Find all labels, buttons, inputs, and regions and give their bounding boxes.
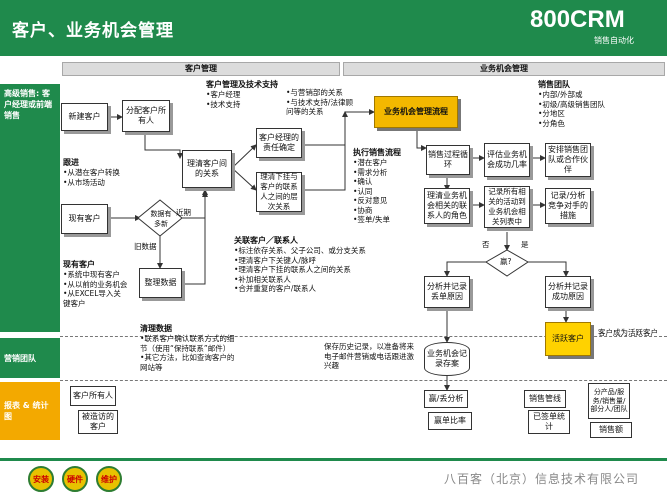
label-recent: 近期 — [176, 208, 191, 217]
decision-diamond-age — [137, 199, 183, 237]
report-pipeline: 销售管线 — [524, 390, 566, 408]
team-node: 安排销售团队或合作伙伴 — [545, 143, 591, 177]
mgmt-note: 客户管理及技术支持 •客户经理 •技术支持 — [206, 80, 278, 109]
label-win: 是 — [521, 240, 529, 249]
label-old: 旧数据 — [134, 242, 157, 251]
existing-note: 现有客户 •系统中现有客户 •从以前的业务机会 •从EXCEL导入关 键客户 — [63, 260, 128, 308]
report-sales: 销售额 — [590, 422, 632, 438]
lane-divider — [60, 380, 667, 381]
new-customer-node: 新建客户 — [61, 103, 108, 131]
mgmt2-note: •与营销部的关系 •与技术支持/法律顾 问等的关系 — [286, 88, 353, 116]
flow-node: 业务机会管理流程 — [374, 96, 458, 128]
lane-divider — [60, 336, 667, 337]
assign-owner-node: 分配客户所有人 — [122, 100, 170, 132]
lane-high-sales: 高级销售: 客户经理或前端销售 — [0, 84, 60, 332]
clean-note: 清理数据 •联系客户确认联系方式的细 节（使用“保持联系”邮件） •其它方法，比… — [140, 324, 235, 372]
existing-customer-node: 现有客户 — [61, 204, 108, 234]
relation-node: 理清客户间的关系 — [182, 150, 232, 188]
diamond-win-label: 赢? — [500, 257, 512, 266]
contacts-node: 理清下挂与客户的联系人之间的层次关系 — [256, 172, 302, 212]
report-owner: 客户所有人 — [70, 386, 116, 406]
become-active-label: 客户成为活跃客户 — [598, 328, 658, 337]
decision-diamond-win — [485, 249, 529, 277]
process-node: 销售过程循环 — [426, 145, 470, 175]
report-win-ratio: 赢单比率 — [428, 412, 472, 430]
analyze-win-node: 分析并记录成功原因 — [545, 276, 591, 308]
page-title: 客户、业务机会管理 — [12, 21, 174, 41]
manager-node: 客户经理的责任确定 — [256, 128, 302, 158]
exec-note: 执行销售流程 •潜在客户 •需求分析 •确认 •认同 •反对意见 •协商 •签单… — [353, 148, 401, 224]
report-product: 分产品/服务/销售量/部分人/团队 — [588, 383, 630, 419]
relation-note: 关联客户／联系人 •标注依存关系、父子公司、或分支关系 •理清客户下关键人/脉呼… — [234, 236, 366, 293]
report-closed: 已签单统计 — [528, 410, 570, 434]
badge-hardware: 硬件 — [62, 466, 88, 492]
diamond-label: 数据有多新 — [150, 210, 172, 228]
lane-reports: 报表 & 统计图 — [0, 382, 60, 440]
header-bar — [0, 0, 667, 56]
badge-maintenance: 维护 — [96, 466, 122, 492]
analyze-lose-node: 分析并记录丢单原因 — [424, 276, 470, 308]
label-lose: 否 — [482, 240, 490, 249]
report-visited: 被造访的客户 — [78, 410, 118, 434]
company-name: 八百客（北京）信息技术有限公司 — [444, 472, 640, 486]
rate-node: 评估业务机会成功几率 — [484, 143, 530, 177]
badge-install: 安装 — [28, 466, 54, 492]
team-note: 销售团队 •内部/外部或 •初级/高级销售团队 •分地区 •分角色 — [538, 80, 605, 128]
logo: 800CRM — [530, 6, 625, 33]
active-customer-node: 活跃客户 — [545, 322, 591, 356]
report-lose-analysis: 赢/丢分析 — [424, 390, 468, 408]
roles-node: 理清业务机会相关的联系人的角色 — [424, 188, 470, 224]
compete-node: 记录/分析竞争对手的措施 — [545, 188, 591, 224]
archive-node: 业务机会记录存案 — [424, 342, 470, 376]
section-customer: 客户管理 — [62, 62, 340, 76]
section-opportunity: 业务机会管理 — [343, 62, 665, 76]
save-history-label: 保存历史记录，以准备将来电子邮件营销或电话跟进激兴趣 — [324, 342, 414, 370]
follow-note: 跟进 •从潜在客户转换 •从市场活动 — [63, 158, 120, 187]
clean-data-node: 整理数据 — [139, 268, 182, 298]
record-node: 记录所有相关的活动到业务机会相关列表中 — [484, 186, 530, 228]
lane-team: 营销团队 — [0, 338, 60, 378]
logo-subtitle: 销售自动化 — [594, 36, 634, 45]
